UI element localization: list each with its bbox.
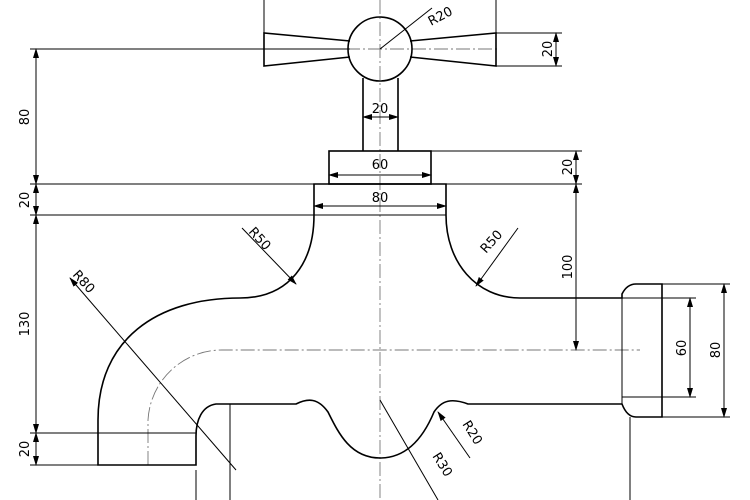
label-shoulder-radius-right: R50 xyxy=(478,228,506,257)
dimension-labels: R20 20 80 20 60 20 80 20 R50 R50 R80 130… xyxy=(18,4,724,480)
label-base-height: 20 xyxy=(18,192,33,209)
label-shoulder-radius-left: R50 xyxy=(245,225,273,254)
extension-lines xyxy=(30,0,730,500)
label-spout-to-base-height: 100 xyxy=(561,255,576,280)
label-stem-width: 20 xyxy=(372,102,389,117)
label-spout-height-inner: 60 xyxy=(675,340,690,357)
label-handle-radius: R20 xyxy=(426,4,456,29)
label-body-height: 130 xyxy=(18,312,33,337)
label-notch-radius-large: R30 xyxy=(429,450,455,480)
label-base-width: 80 xyxy=(372,191,389,206)
handle-bar-right xyxy=(409,32,497,67)
dimension-lines xyxy=(33,32,727,500)
faucet-body xyxy=(97,183,663,466)
label-outlet-height: 20 xyxy=(18,441,33,458)
label-stem-to-body-height: 80 xyxy=(18,109,33,126)
label-handle-bar-height: 20 xyxy=(541,41,556,58)
body-outline xyxy=(97,183,663,466)
label-elbow-radius: R80 xyxy=(69,268,97,297)
label-spout-height-outer: 80 xyxy=(709,342,724,359)
label-notch-radius-small: R20 xyxy=(459,418,485,448)
label-collar-width: 60 xyxy=(372,158,389,173)
label-collar-height: 20 xyxy=(561,159,576,176)
